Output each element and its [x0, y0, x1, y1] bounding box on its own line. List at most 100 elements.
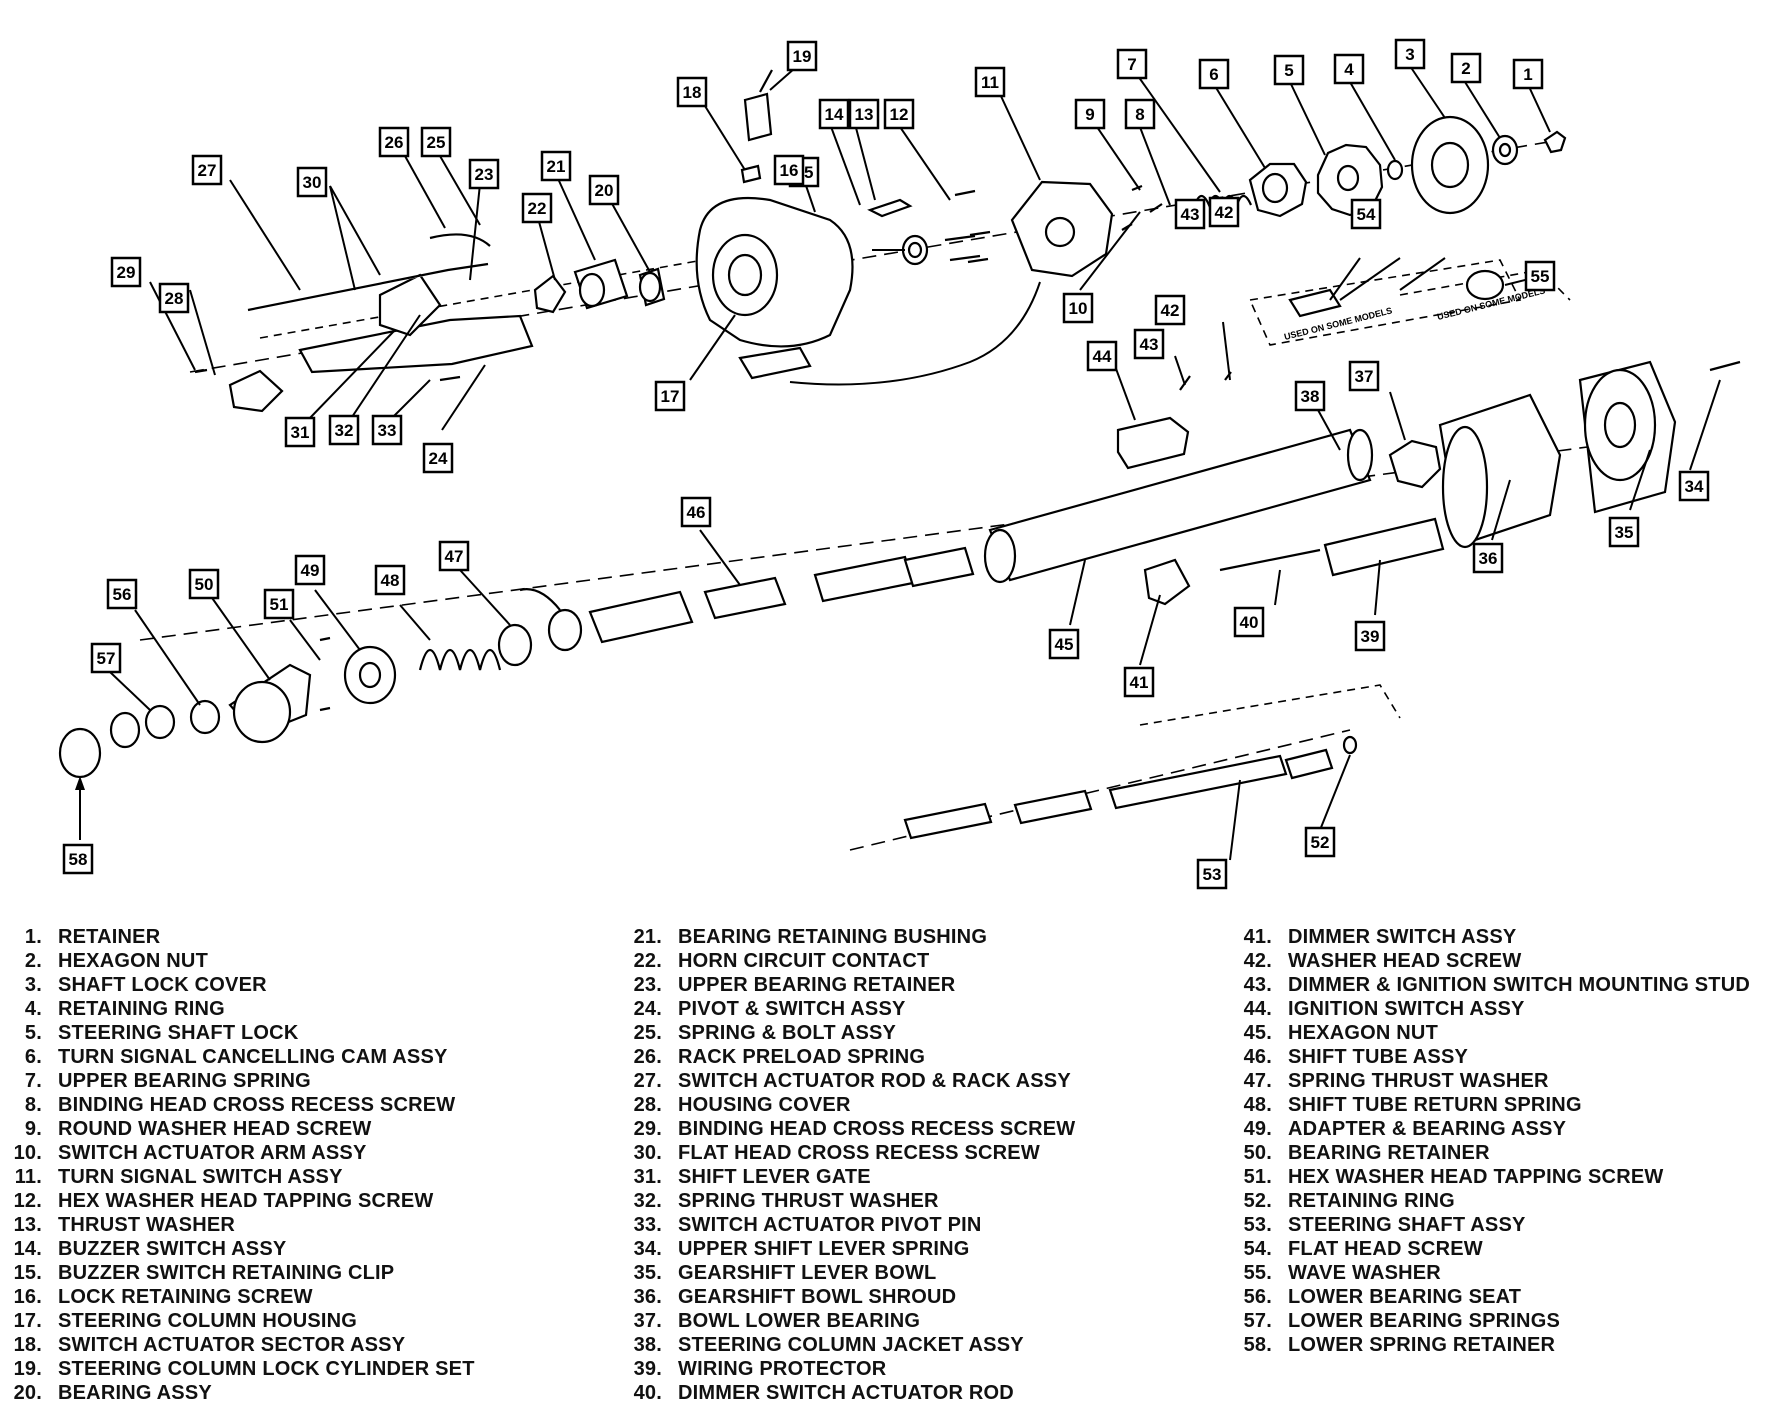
legend-row: 54.FLAT HEAD SCREW [1210, 1237, 1750, 1261]
lock-cylinder-part [743, 92, 773, 142]
legend-label: LOWER BEARING SPRINGS [1288, 1310, 1560, 1332]
legend-label: SWITCH ACTUATOR PIVOT PIN [678, 1214, 982, 1236]
callout-number: 32 [335, 421, 354, 440]
legend-row: 23.UPPER BEARING RETAINER [600, 973, 1075, 997]
callout-number: 19 [793, 47, 812, 66]
callout-11: 11 [974, 66, 1006, 98]
legend-row: 6.TURN SIGNAL CANCELLING CAM ASSY [0, 1045, 475, 1069]
callout-30: 30 [296, 166, 328, 198]
legend-row: 9.ROUND WASHER HEAD SCREW [0, 1117, 475, 1141]
legend-label: SPRING THRUST WASHER [1288, 1070, 1549, 1092]
retainer-part [1543, 130, 1567, 154]
callout-number: 50 [195, 575, 214, 594]
lower-bearing-springs-part [144, 704, 176, 740]
legend-number: 10. [13, 1142, 42, 1164]
legend-row: 44.IGNITION SWITCH ASSY [1210, 997, 1750, 1021]
legend-number: 29. [633, 1118, 662, 1140]
wave-washer-part [1465, 269, 1505, 301]
callout-5: 5 [1273, 54, 1305, 86]
legend-number: 39. [633, 1358, 662, 1380]
legend-number: 28. [633, 1094, 662, 1116]
legend-number: 5. [24, 1022, 42, 1044]
shift-lever-gate-part [378, 273, 442, 337]
legend-label: BEARING ASSY [58, 1382, 212, 1404]
legend-label: BINDING HEAD CROSS RECESS SCREW [678, 1118, 1076, 1140]
legend-label: STEERING SHAFT LOCK [58, 1022, 299, 1044]
legend-number: 38. [633, 1334, 662, 1356]
callout-number: 18 [683, 83, 702, 102]
callout-28: 28 [158, 282, 190, 314]
legend-number: 58. [1243, 1334, 1272, 1356]
legend-number: 41. [1243, 926, 1272, 948]
upper-shift-spring-part [1709, 360, 1741, 372]
legend-label: BOWL LOWER BEARING [678, 1310, 921, 1332]
legend-row: 2.HEXAGON NUT [0, 949, 475, 973]
spring-thrust-washer-part [497, 623, 533, 667]
legend-label: BEARING RETAINING BUSHING [678, 926, 988, 948]
callout-51: 51 [263, 588, 295, 620]
callout-2: 2 [1450, 52, 1482, 84]
legend-number: 46. [1243, 1046, 1272, 1068]
callout-number: 16 [780, 161, 799, 180]
legend-number: 12. [13, 1190, 42, 1212]
callout-number: 27 [198, 161, 217, 180]
legend-row: 18.SWITCH ACTUATOR SECTOR ASSY [0, 1333, 475, 1357]
legend-label: FLAT HEAD CROSS RECESS SCREW [678, 1142, 1040, 1164]
legend-number: 17. [13, 1310, 42, 1332]
legend-label: THRUST WASHER [58, 1214, 236, 1236]
legend-label: SHAFT LOCK COVER [58, 974, 267, 996]
legend-label: BINDING HEAD CROSS RECESS SCREW [58, 1094, 456, 1116]
legend-number: 52. [1243, 1190, 1272, 1212]
legend-row: 15.BUZZER SWITCH RETAINING CLIP [0, 1261, 475, 1285]
legend-label: STEERING SHAFT ASSY [1288, 1214, 1526, 1236]
legend-label: IGNITION SWITCH ASSY [1288, 998, 1525, 1020]
callout-number: 41 [1130, 673, 1149, 692]
legend-number: 35. [633, 1262, 662, 1284]
legend-row: 32.SPRING THRUST WASHER [600, 1189, 1075, 1213]
legend-number: 13. [13, 1214, 42, 1236]
callout-number: 34 [1685, 477, 1704, 496]
callout-number: 53 [1203, 865, 1222, 884]
legend-number: 30. [633, 1142, 662, 1164]
legend-row: 27.SWITCH ACTUATOR ROD & RACK ASSY [600, 1069, 1075, 1093]
callout-number: 36 [1479, 549, 1498, 568]
callout-44: 44 [1086, 340, 1118, 372]
legend-row: 50.BEARING RETAINER [1210, 1141, 1750, 1165]
callout-number: 49 [301, 561, 320, 580]
legend-row: 43. DIMMER & IGNITION SWITCH MOUNTING STU… [1210, 973, 1750, 997]
callout-6: 6 [1198, 58, 1230, 90]
legend-row: 37.BOWL LOWER BEARING [600, 1309, 1075, 1333]
callout-number: 22 [528, 199, 547, 218]
callout-number: 31 [291, 423, 310, 442]
legend-row: 58.LOWER SPRING RETAINER [1210, 1333, 1750, 1357]
legend-label: LOCK RETAINING SCREW [58, 1286, 313, 1308]
callout-37: 37 [1348, 360, 1380, 392]
legend-row: 51.HEX WASHER HEAD TAPPING SCREW [1210, 1165, 1750, 1189]
legend-label: UPPER SHIFT LEVER SPRING [678, 1238, 970, 1260]
legend-label: SWITCH ACTUATOR ROD & RACK ASSY [678, 1070, 1071, 1092]
callout-number: 45 [1055, 635, 1074, 654]
legend-number: 43. [1243, 974, 1272, 996]
callout-34: 34 [1678, 470, 1710, 502]
callout-17: 17 [654, 380, 686, 412]
callout-number: 26 [385, 133, 404, 152]
retaining-ring-52-part [1342, 735, 1358, 755]
legend-number: 47. [1243, 1070, 1272, 1092]
legend-row: 53.STEERING SHAFT ASSY [1210, 1213, 1750, 1237]
legend-number: 23. [633, 974, 662, 996]
legend-label: TURN SIGNAL SWITCH ASSY [58, 1166, 343, 1188]
legend-label: DIMMER & IGNITION SWITCH MOUNTING STUD [1288, 974, 1751, 996]
legend-number: 8. [24, 1094, 42, 1116]
legend-row: 1.RETAINER [0, 925, 475, 949]
legend-number: 4. [24, 998, 42, 1020]
callout-10: 10 [1062, 292, 1094, 324]
callout-14: 14 [818, 98, 850, 130]
legend-row: 28.HOUSING COVER [600, 1093, 1075, 1117]
legend-row: 39.WIRING PROTECTOR [600, 1357, 1075, 1381]
legend-row: 29. BINDING HEAD CROSS RECESS SCREW [600, 1117, 1076, 1141]
callout-9: 9 [1074, 98, 1106, 130]
parts [58, 69, 1741, 840]
legend-row: 25.SPRING & BOLT ASSY [600, 1021, 1075, 1045]
legend-label: DIMMER SWITCH ASSY [1288, 926, 1517, 948]
callout-7: 7 [1116, 48, 1148, 80]
